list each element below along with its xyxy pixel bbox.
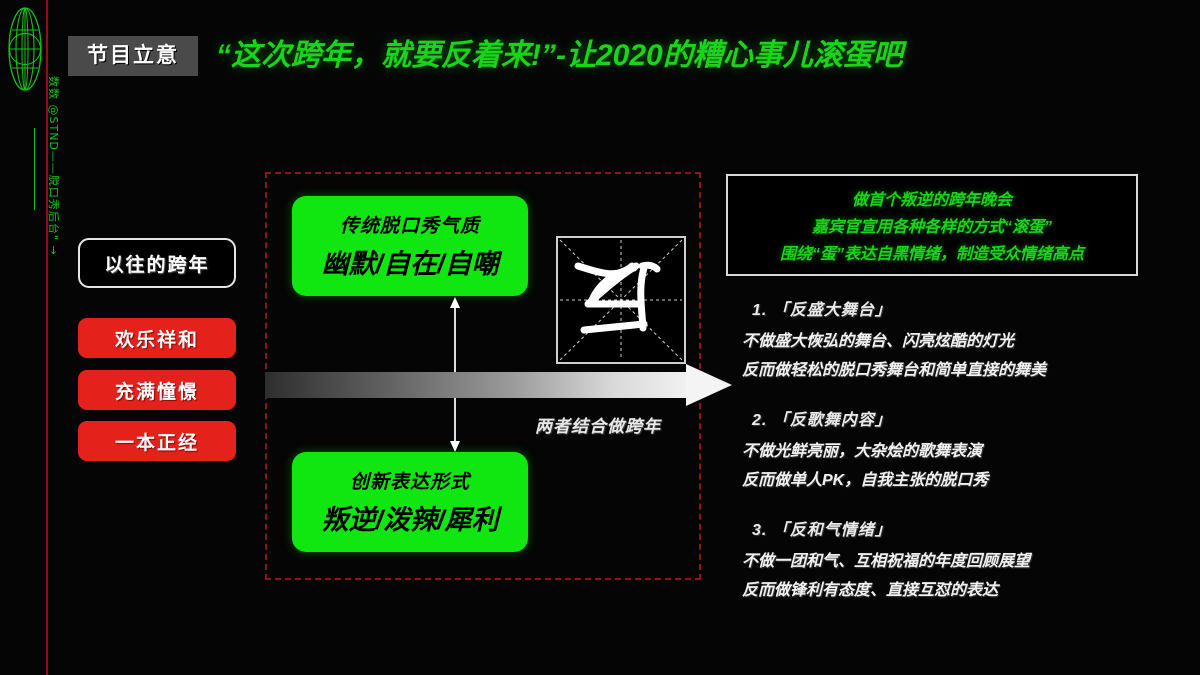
trait-chip-1: 欢乐祥和 — [78, 318, 236, 358]
list-item: 1. 「反盛大舞台」 不做盛大恢弘的舞台、闪亮炫酷的灯光 反而做轻松的脱口秀舞台… — [742, 296, 1162, 380]
page-title: “这次跨年，就要反着来!”-让2020的糟心事儿滚蛋吧 — [216, 39, 903, 72]
list-item: 2. 「反歌舞内容」 不做光鲜亮丽，大杂烩的歌舞表演 反而做单人PK，自我主张的… — [742, 406, 1162, 490]
arrow-head — [686, 364, 732, 406]
list-item-heading: 1. 「反盛大舞台」 — [752, 302, 892, 319]
list-item-line: 反而做轻松的脱口秀舞台和简单直接的舞美 — [742, 362, 1047, 379]
concept-card-traditional-subtitle: 传统脱口秀气质 — [339, 216, 480, 237]
left-rail: 数数 @STND——脱口秀后台" → — [0, 0, 60, 675]
concept-card-innovative-subtitle: 创新表达形式 — [349, 472, 470, 493]
stylized-character-glyph-icon — [559, 239, 683, 361]
gradient-right-arrow-icon — [265, 364, 735, 406]
rail-vertical-text: 数数 @STND——脱口秀后台" → — [47, 76, 60, 256]
list-item-line: 不做光鲜亮丽，大杂烩的歌舞表演 — [742, 443, 983, 460]
list-item-line: 不做盛大恢弘的舞台、闪亮炫酷的灯光 — [742, 333, 1015, 350]
list-item: 3. 「反和气情绪」 不做一团和气、互相祝福的年度回顾展望 反而做锋利有态度、直… — [742, 516, 1162, 600]
section-badge: 节目立意 — [68, 36, 198, 76]
rail-arrow-line — [34, 128, 35, 210]
list-item-heading: 2. 「反歌舞内容」 — [752, 412, 892, 429]
concept-card-innovative-title: 叛逆/泼辣/犀利 — [321, 505, 499, 535]
list-item-heading: 3. 「反和气情绪」 — [752, 522, 892, 539]
rail-divider-line — [46, 0, 48, 675]
concept-card-innovative: 创新表达形式 叛逆/泼辣/犀利 — [292, 452, 528, 552]
concept-card-traditional: 传统脱口秀气质 幽默/自在/自嘲 — [292, 196, 528, 296]
trait-chip-2: 充满憧憬 — [78, 370, 236, 410]
glyph-frame — [556, 236, 686, 364]
summary-line-2: 嘉宾官宣用各种各样的方式“滚蛋” — [811, 219, 1052, 236]
anti-principles-list: 1. 「反盛大舞台」 不做盛大恢弘的舞台、闪亮炫酷的灯光 反而做轻松的脱口秀舞台… — [742, 296, 1162, 626]
summary-line-1: 做首个叛逆的跨年晚会 — [851, 192, 1012, 209]
globe-wireframe-icon — [8, 7, 42, 91]
trait-chip-3: 一本正经 — [78, 421, 236, 461]
concept-card-traditional-title: 幽默/自在/自嘲 — [321, 249, 499, 279]
list-item-line: 不做一团和气、互相祝福的年度回顾展望 — [742, 553, 1031, 570]
arrow-shaft — [265, 372, 690, 398]
summary-line-3: 围绕“蛋”表达自黑情绪，制造受众情绪高点 — [779, 246, 1084, 263]
arrow-label: 两者结合做跨年 — [535, 417, 661, 436]
summary-box: 做首个叛逆的跨年晚会 嘉宾官宣用各种各样的方式“滚蛋” 围绕“蛋”表达自黑情绪，… — [726, 174, 1138, 276]
list-item-line: 反而做锋利有态度、直接互怼的表达 — [742, 582, 999, 599]
header: 节目立意 “这次跨年，就要反着来!”-让2020的糟心事儿滚蛋吧 — [68, 36, 903, 76]
list-item-line: 反而做单人PK，自我主张的脱口秀 — [742, 472, 989, 489]
past-newyear-heading: 以往的跨年 — [78, 238, 236, 288]
